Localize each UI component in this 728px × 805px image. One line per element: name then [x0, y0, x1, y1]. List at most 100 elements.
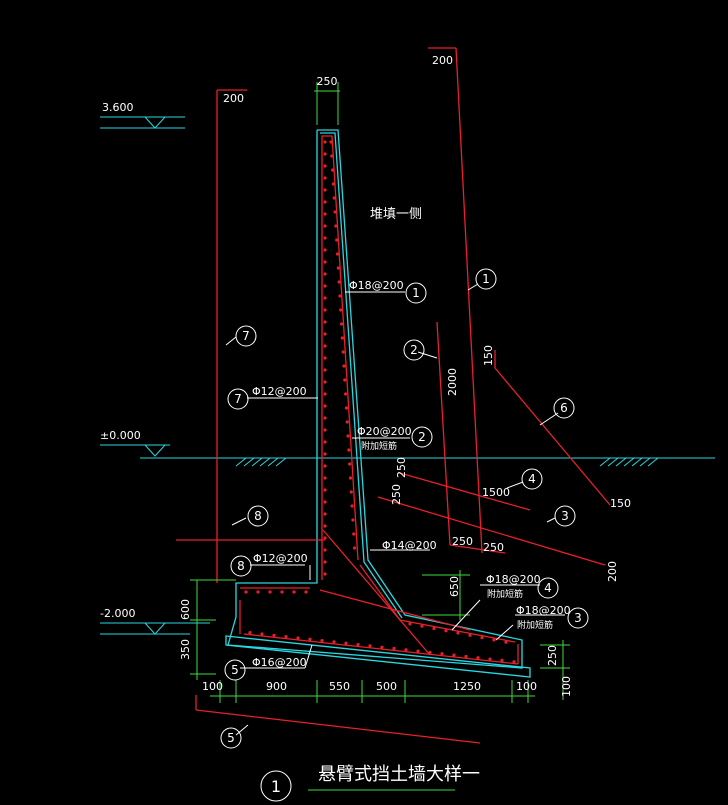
rebar-dot	[345, 420, 349, 424]
rebar-dot	[323, 260, 327, 264]
rebar-note-2: 附加短筋	[361, 440, 397, 452]
marker-8a: 8	[254, 509, 262, 523]
marker-5b: 5	[227, 731, 235, 745]
dim-base-100-left: 100	[202, 680, 223, 693]
rebar-dot	[323, 572, 327, 576]
rebar-dot	[323, 344, 327, 348]
rebar-dot	[500, 658, 504, 662]
rebar-dot	[323, 188, 327, 192]
rebar-dot	[323, 332, 327, 336]
dim-600: 600	[179, 599, 192, 620]
rebar-dot	[333, 210, 337, 214]
rebar-dot	[244, 590, 248, 594]
elevation-top-label: 3.600	[102, 101, 134, 114]
rebar-dots	[244, 140, 516, 664]
dim-base-1250: 1250	[453, 680, 481, 693]
elevation-ground-label: ±0.000	[100, 429, 141, 442]
rebar-dot	[323, 236, 327, 240]
rebar-dot	[323, 152, 327, 156]
rebar-dot	[323, 476, 327, 480]
elevation-marker-base: -2.000	[100, 607, 210, 635]
rebar-dot	[404, 648, 408, 652]
dim-top-width: 250	[317, 75, 338, 88]
rebar-dot	[351, 518, 355, 522]
rebar-dot	[330, 154, 334, 158]
dim-200-left: 200	[223, 92, 244, 105]
rebar-dot	[342, 364, 346, 368]
dim-350: 350	[179, 639, 192, 660]
rebar-dot	[380, 645, 384, 649]
rebar-dot	[468, 633, 472, 637]
rebar-dot	[476, 656, 480, 660]
marker-4b: 4	[544, 581, 552, 595]
rebar-dot	[432, 626, 436, 631]
rebar-dot	[284, 635, 288, 639]
dim-100-side: 100	[560, 676, 573, 697]
leader-lines	[225, 283, 565, 736]
rebar-dot	[248, 631, 252, 635]
rebar-dot	[323, 320, 327, 324]
rebar-dot	[416, 649, 420, 653]
rebar-dot	[336, 266, 340, 270]
rebar-dot	[346, 434, 350, 438]
rebar-dot	[480, 635, 484, 640]
rebar-dot	[323, 500, 327, 504]
rebar-label-4: Φ18@200	[486, 573, 541, 586]
rebar-dot	[292, 590, 296, 594]
rebar-dot	[323, 224, 327, 228]
rebar-dot	[308, 637, 312, 641]
rebar-label-8: Φ12@200	[253, 552, 308, 565]
dim-1500: 1500	[482, 486, 510, 499]
dim-200-bottom: 200	[606, 561, 619, 582]
marker-3b: 3	[574, 611, 582, 625]
rebar-dot	[260, 632, 264, 636]
rebar-dot	[349, 490, 353, 494]
rebar-dot	[347, 448, 351, 452]
rebar-dot	[323, 356, 327, 360]
rebar-dot	[323, 212, 327, 216]
marker-1b: 1	[412, 286, 420, 300]
rebar-dot	[304, 590, 308, 594]
rebar-dot	[344, 392, 348, 396]
marker-circles	[220, 268, 589, 802]
rebar-dot	[323, 488, 327, 492]
dim-base-900: 900	[266, 680, 287, 693]
rebar-label-7: Φ12@200	[252, 385, 307, 398]
dim-250-c: 250	[452, 535, 473, 548]
rebar-dot	[335, 252, 340, 256]
rebar-dot	[323, 392, 327, 396]
dim-2000: 2000	[446, 368, 459, 396]
rebar-dot	[338, 294, 342, 298]
rebar-dot	[323, 404, 327, 408]
marker-7a: 7	[242, 329, 250, 343]
rebar-dot	[323, 440, 327, 444]
rebar-dot	[323, 512, 327, 516]
elevation-marker-ground: ±0.000	[100, 429, 170, 457]
rebar-dot	[408, 622, 412, 626]
dim-650: 650	[448, 576, 461, 597]
rebar-dot	[280, 590, 284, 594]
dim-150-a: 150	[482, 345, 495, 366]
rebar-dot	[444, 629, 448, 633]
dim-250-d: 250	[483, 541, 504, 554]
rebar-dot	[323, 560, 327, 564]
rebar-dot	[339, 322, 344, 326]
rebar-dot	[323, 248, 327, 252]
rebar-dot	[296, 636, 300, 640]
rebar-dot	[504, 640, 508, 644]
wall-concrete-outline	[225, 129, 531, 678]
rebar-dot	[323, 272, 327, 276]
dim-base-550: 550	[329, 680, 350, 693]
rebar-dot	[323, 464, 327, 468]
rebar-label-1: Φ18@200	[349, 279, 404, 292]
rebar-label-2: Φ20@200	[357, 425, 412, 438]
rebar-dot	[343, 378, 347, 382]
marker-2a: 2	[410, 343, 418, 357]
rebar-dot	[331, 168, 335, 172]
dim-200-right: 200	[432, 54, 453, 67]
rebar-dot	[337, 280, 341, 284]
rebar-dot	[344, 406, 349, 410]
rebar-dot	[350, 504, 354, 508]
rebar-label-5: Φ16@200	[252, 656, 307, 669]
